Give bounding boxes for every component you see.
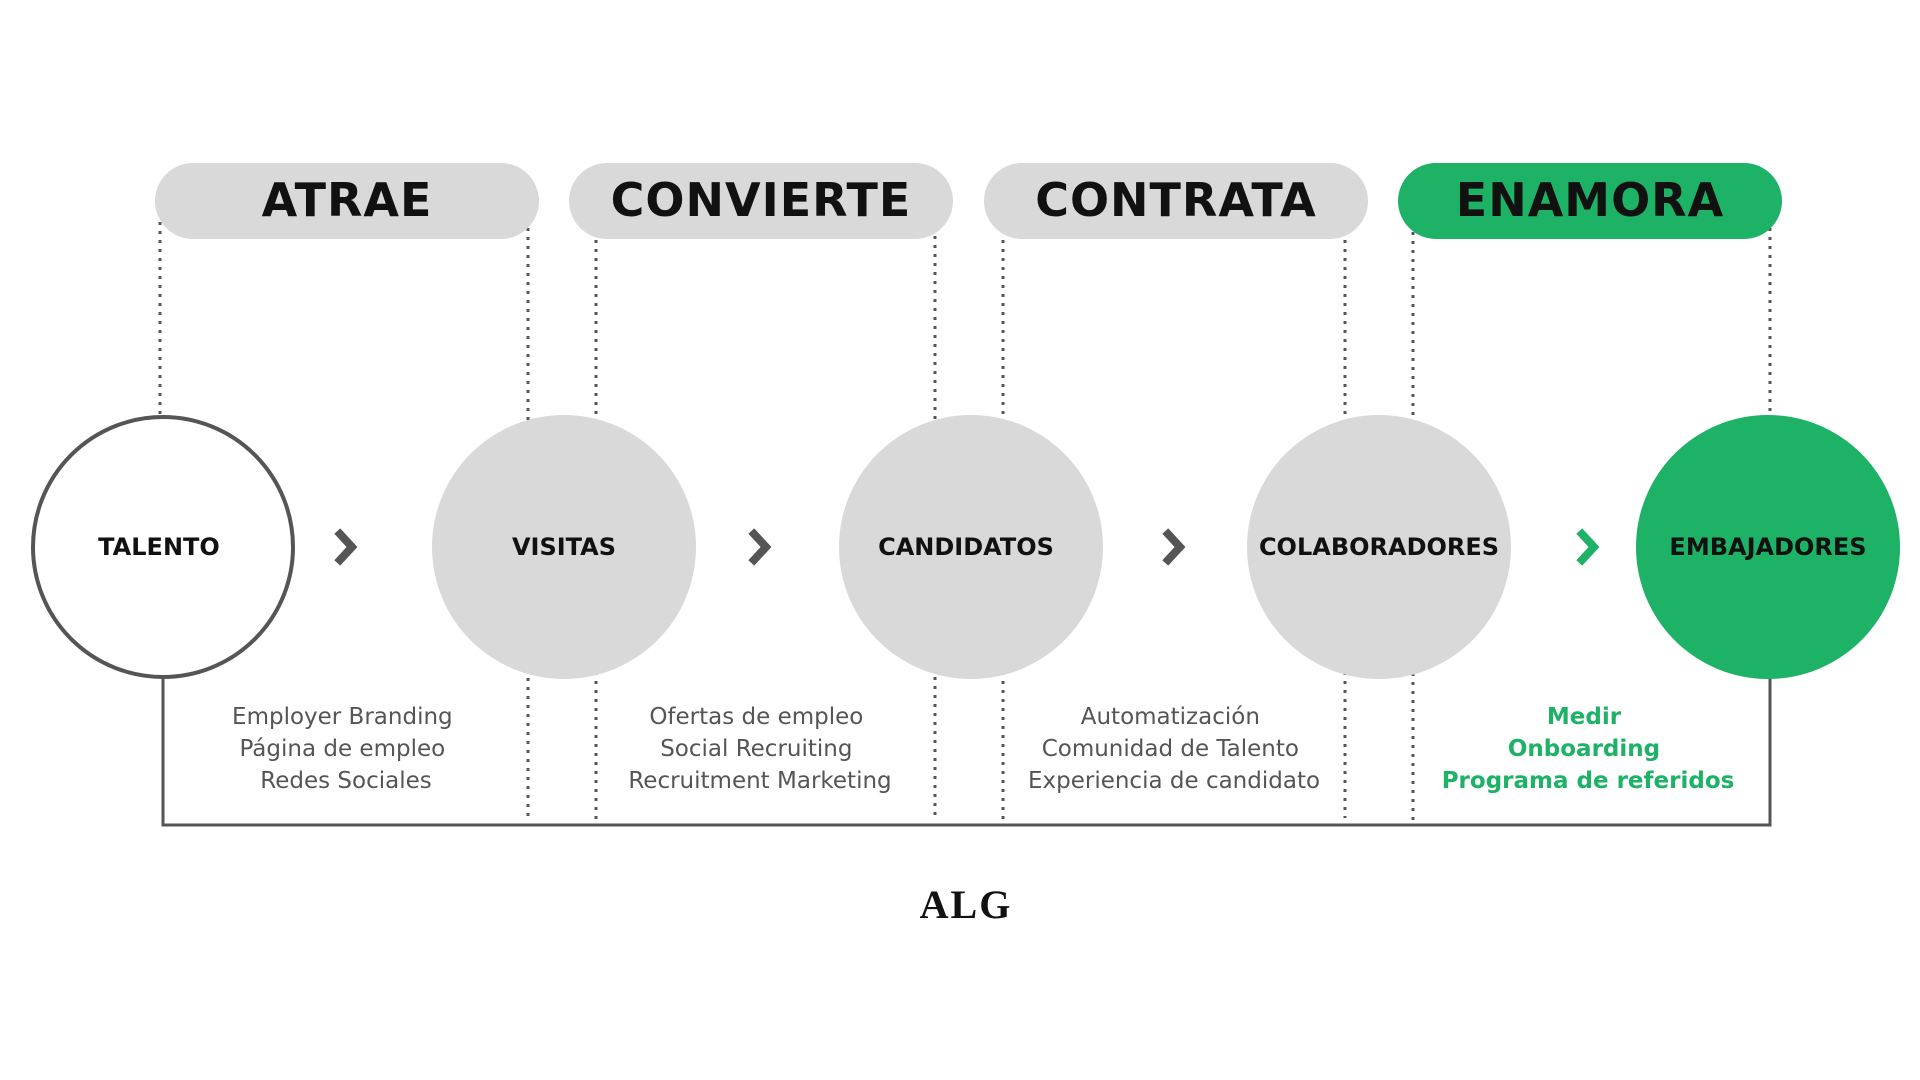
description-line: Programa de referidos xyxy=(1442,768,1735,794)
description-line: Página de empleo xyxy=(239,736,445,762)
chevron-right-icon xyxy=(1162,528,1186,566)
chevron-right-icon xyxy=(1576,528,1600,566)
node-label: CANDIDATOS xyxy=(878,533,1054,561)
description-atrae: Employer Branding Página de empleo Redes… xyxy=(232,704,460,794)
node-candidatos: CANDIDATOS xyxy=(839,415,1103,679)
description-line: Redes Sociales xyxy=(260,768,431,794)
description-line: Ofertas de empleo xyxy=(649,704,863,730)
node-talento: TALENTO xyxy=(31,415,295,679)
description-line: Automatización xyxy=(1081,704,1260,730)
description-contrata: Automatización Comunidad de Talento Expe… xyxy=(1028,704,1320,794)
stage-label: ENAMORA xyxy=(1456,173,1724,227)
bottom-frame-line xyxy=(161,677,1772,827)
node-embajadores: EMBAJADORES xyxy=(1636,415,1900,679)
node-label: VISITAS xyxy=(512,533,616,561)
node-visitas: VISITAS xyxy=(432,415,696,679)
node-colaboradores: COLABORADORES xyxy=(1247,415,1511,679)
description-convierte: Ofertas de empleo Social Recruiting Recr… xyxy=(628,704,891,794)
stage-label: CONTRATA xyxy=(1035,173,1317,227)
description-enamora: Medir Onboarding Programa de referidos xyxy=(1442,704,1735,794)
stage-label: ATRAE xyxy=(262,173,433,227)
stage-label: CONVIERTE xyxy=(611,173,912,227)
stage-pill-enamora: ENAMORA xyxy=(1398,163,1782,239)
description-line: Employer Branding xyxy=(232,704,453,730)
description-line: Social Recruiting xyxy=(660,736,852,762)
stage-pill-convierte: CONVIERTE xyxy=(569,163,953,239)
node-label: EMBAJADORES xyxy=(1669,533,1866,561)
node-label: TALENTO xyxy=(98,533,220,561)
node-label: COLABORADORES xyxy=(1259,533,1499,561)
description-line: Experiencia de candidato xyxy=(1028,768,1320,794)
chevron-right-icon xyxy=(334,528,358,566)
alg-logo: ALG xyxy=(920,882,1013,927)
description-line: Onboarding xyxy=(1508,736,1660,762)
description-line: Medir xyxy=(1547,704,1622,730)
description-line: Comunidad de Talento xyxy=(1042,736,1299,762)
stage-pill-contrata: CONTRATA xyxy=(984,163,1368,239)
stage-pill-atrae: ATRAE xyxy=(155,163,539,239)
chevron-right-icon xyxy=(748,528,772,566)
description-line: Recruitment Marketing xyxy=(628,768,891,794)
